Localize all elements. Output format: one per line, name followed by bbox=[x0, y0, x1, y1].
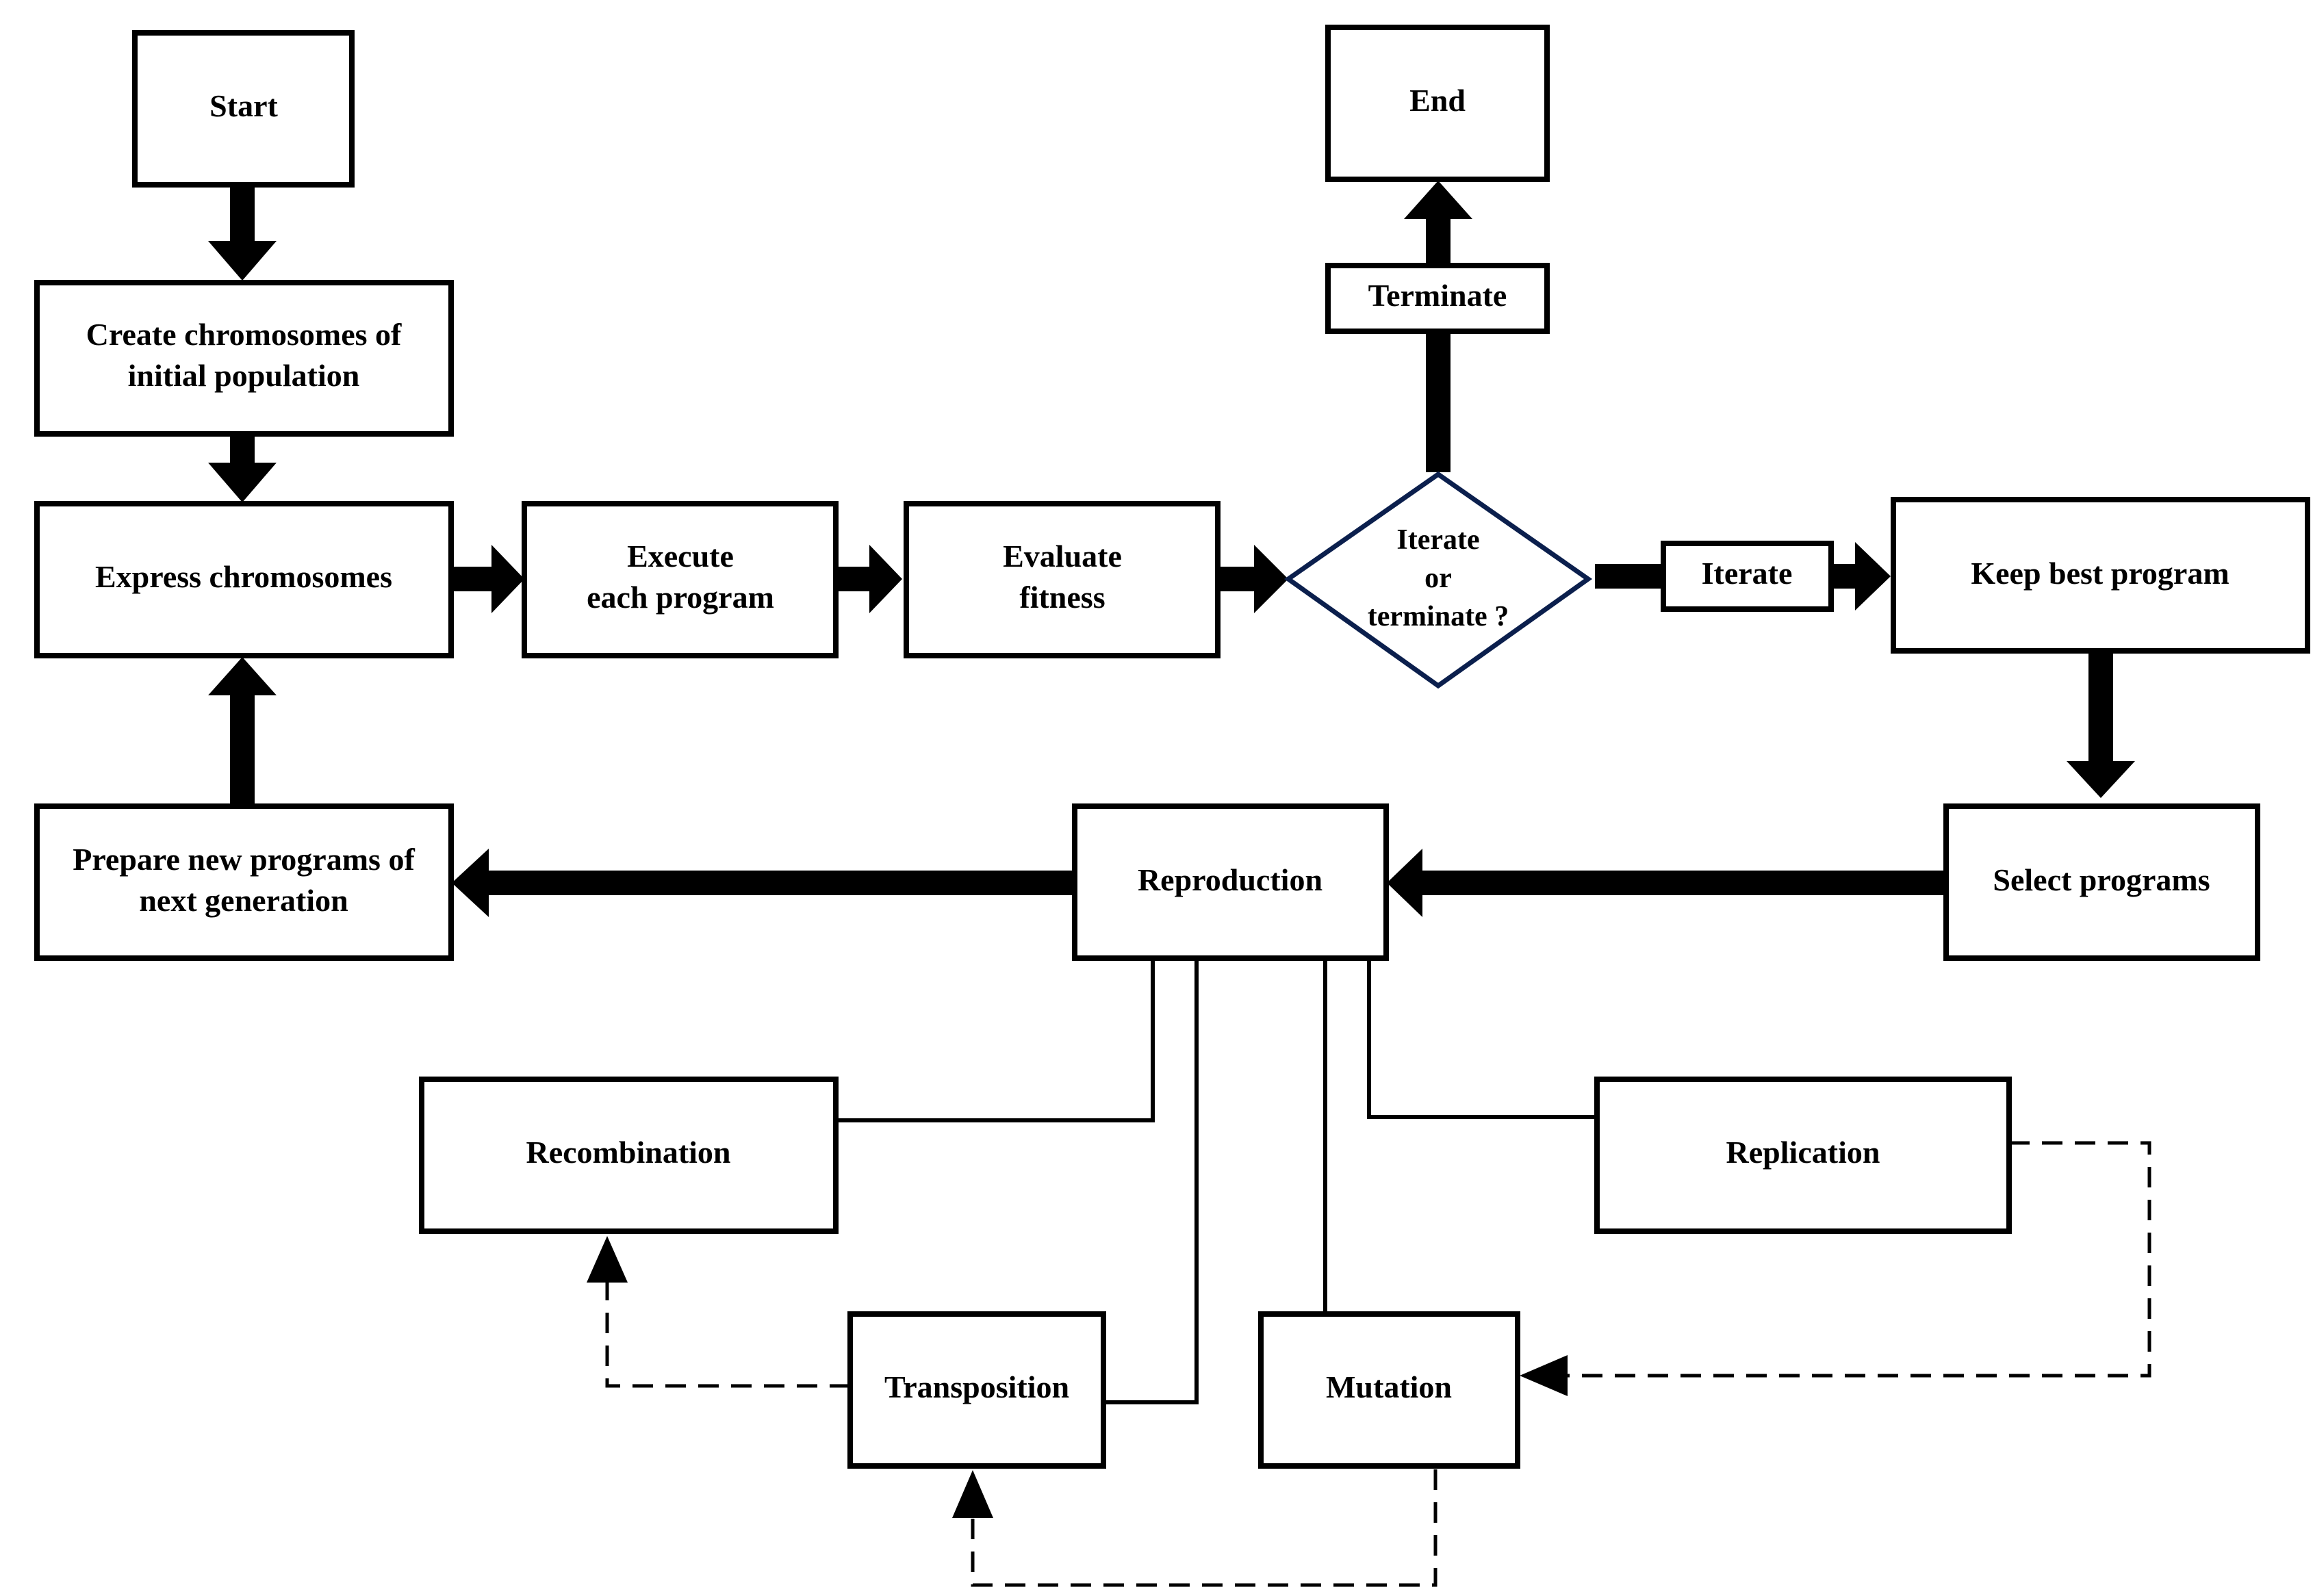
evaluate-label-line-2: fitness bbox=[1019, 580, 1105, 615]
create-label-line-2: initial population bbox=[128, 358, 360, 393]
decision-label-line-1: Iterate bbox=[1396, 524, 1479, 556]
edge-mutation-transposition bbox=[971, 1469, 1437, 1587]
end-label-line-1: End bbox=[1409, 83, 1466, 118]
execute-label: Execute each program bbox=[587, 539, 774, 615]
recombination-box bbox=[419, 1077, 839, 1234]
iterate-box bbox=[1661, 541, 1834, 612]
arrowhead-create-express bbox=[208, 463, 277, 502]
create-box bbox=[34, 280, 454, 437]
arrowhead-reproduction-prepare bbox=[452, 849, 489, 917]
select-box bbox=[1943, 803, 2260, 961]
edge-transposition-recombination bbox=[605, 1283, 850, 1388]
express-box bbox=[34, 501, 454, 658]
evaluate-label: Evaluate fitness bbox=[1003, 539, 1122, 615]
keep-best-label: Keep best program bbox=[1971, 556, 2229, 591]
terminate-box bbox=[1325, 263, 1550, 334]
start-box bbox=[132, 30, 355, 188]
keep-best-box bbox=[1891, 497, 2310, 654]
execute-label-line-2: each program bbox=[587, 580, 774, 615]
select-label: Select programs bbox=[1993, 862, 2210, 897]
arrowhead-iterate-keepbest bbox=[1855, 542, 1891, 610]
end-label: End bbox=[1409, 83, 1466, 118]
mutation-label-line-1: Mutation bbox=[1326, 1369, 1452, 1404]
arrowhead-transposition-recombination bbox=[587, 1236, 628, 1283]
reproduction-label: Reproduction bbox=[1138, 862, 1322, 897]
recombination-label-line-1: Recombination bbox=[526, 1135, 731, 1170]
arrowhead-mutation-transposition bbox=[952, 1470, 993, 1518]
transposition-label: Transposition bbox=[884, 1369, 1069, 1404]
reproduction-label-line-1: Reproduction bbox=[1138, 862, 1322, 897]
transposition-box bbox=[847, 1311, 1106, 1469]
edge-reproduction-transposition bbox=[1103, 958, 1199, 1404]
evaluate-label-line-1: Evaluate bbox=[1003, 539, 1122, 574]
prepare-label: Prepare new programs of next generation bbox=[73, 842, 415, 918]
arrowhead-evaluate-decision bbox=[1254, 545, 1288, 613]
execute-box bbox=[522, 501, 839, 658]
replication-label-line-1: Replication bbox=[1726, 1135, 1880, 1170]
arrowhead-keepbest-select bbox=[2067, 761, 2135, 798]
nodes: Start Create chromosomes of initial popul… bbox=[34, 25, 2310, 1469]
arrowhead-execute-evaluate bbox=[869, 545, 902, 613]
edge-reproduction-replication bbox=[1367, 958, 1597, 1119]
decision-label-line-3: terminate ? bbox=[1368, 601, 1509, 632]
replication-label: Replication bbox=[1726, 1135, 1880, 1170]
reproduction-box bbox=[1072, 803, 1389, 961]
select-label-line-1: Select programs bbox=[1993, 862, 2210, 897]
decision-label: Iterate or terminate ? bbox=[1368, 524, 1509, 632]
mutation-label: Mutation bbox=[1326, 1369, 1452, 1404]
express-label-line-1: Express chromosomes bbox=[95, 559, 392, 594]
arrowhead-select-reproduction bbox=[1387, 849, 1422, 917]
keep-best-label-line-1: Keep best program bbox=[1971, 556, 2229, 591]
start-label: Start bbox=[209, 88, 278, 123]
iterate-label-line-1: Iterate bbox=[1702, 556, 1793, 591]
arrowhead-express-execute bbox=[491, 545, 524, 613]
prepare-label-line-2: next generation bbox=[139, 883, 348, 918]
iterate-label: Iterate bbox=[1702, 556, 1793, 591]
create-label-line-1: Create chromosomes of bbox=[86, 317, 402, 352]
express-label: Express chromosomes bbox=[95, 559, 392, 594]
connectors bbox=[208, 181, 2151, 1587]
arrowhead-start-create bbox=[208, 241, 277, 281]
decision-diamond bbox=[1283, 471, 1593, 689]
create-label: Create chromosomes of initial population bbox=[86, 317, 402, 393]
edge-reproduction-recombination bbox=[836, 958, 1155, 1122]
arrowhead-prepare-express bbox=[208, 657, 277, 695]
execute-label-line-1: Execute bbox=[627, 539, 734, 574]
mutation-box bbox=[1258, 1311, 1520, 1469]
prepare-box bbox=[34, 803, 454, 961]
terminate-label-line-1: Terminate bbox=[1368, 278, 1507, 313]
arrowhead-terminate-end bbox=[1404, 181, 1472, 219]
edge-replication-mutation bbox=[1568, 1141, 2151, 1378]
terminate-label: Terminate bbox=[1368, 278, 1507, 313]
replication-box bbox=[1594, 1077, 2012, 1234]
decision-label-line-2: or bbox=[1424, 563, 1452, 594]
arrowhead-replication-mutation bbox=[1520, 1355, 1568, 1396]
evaluate-box bbox=[904, 501, 1221, 658]
transposition-label-line-1: Transposition bbox=[884, 1369, 1069, 1404]
recombination-label: Recombination bbox=[526, 1135, 731, 1170]
prepare-label-line-1: Prepare new programs of bbox=[73, 842, 415, 877]
start-label-line-1: Start bbox=[209, 88, 278, 123]
end-box bbox=[1325, 25, 1550, 182]
